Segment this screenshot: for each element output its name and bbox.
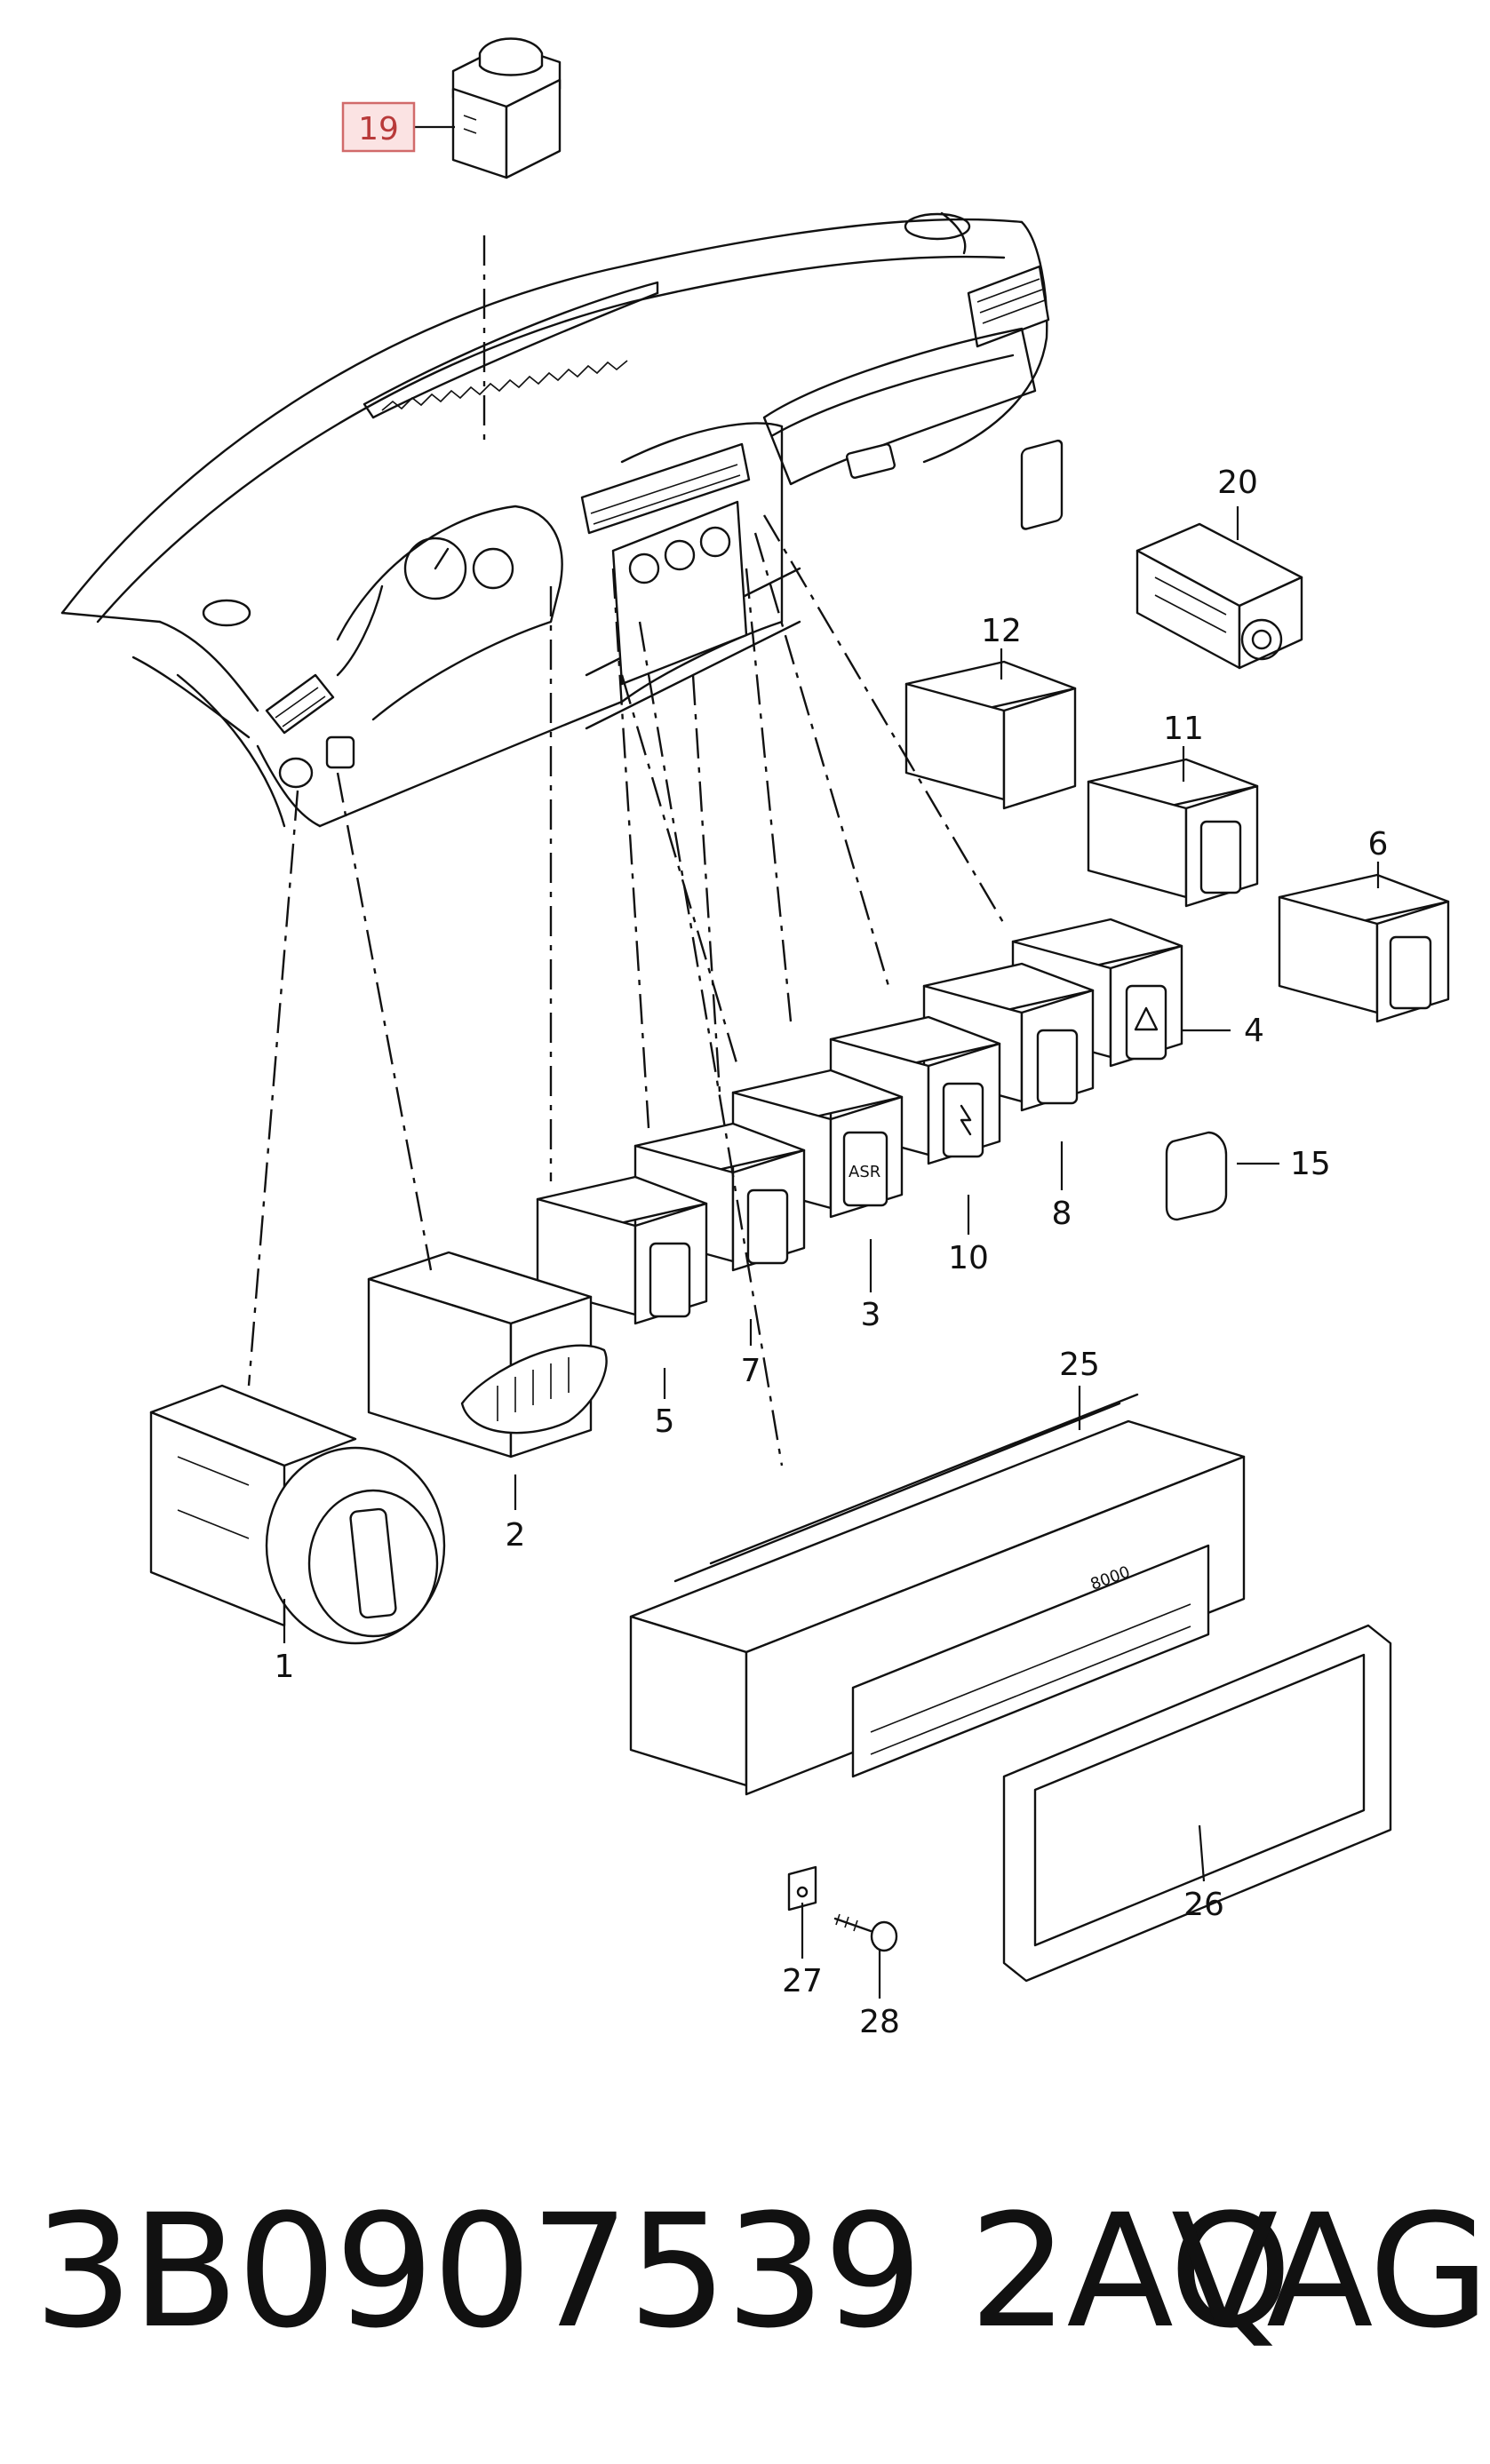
callout-12: 12 [981, 613, 1022, 649]
callout-28: 28 [859, 2004, 900, 2040]
callout-11: 11 [1163, 711, 1204, 747]
callout-8: 8 [1052, 1196, 1072, 1232]
assembly-lines [247, 235, 1006, 1466]
callout-2: 2 [506, 1517, 526, 1554]
part-28-screw [833, 1913, 898, 1952]
callout-5: 5 [655, 1403, 675, 1440]
callout-15: 15 [1290, 1146, 1331, 1182]
asr-label: ASR [849, 1163, 880, 1181]
callout-1: 1 [275, 1649, 295, 1685]
parts-diagram: ASR 8000 [60, 37, 1450, 2040]
callout-labels: 19 20 12 11 6 4 8 10 3 7 5 2 1 15 25 26 … [275, 101, 1389, 2040]
part-11-switch [1087, 758, 1259, 908]
part-20-control-module [1135, 522, 1303, 670]
part-number: 3B0907539 2AQ [34, 2181, 1292, 2363]
part-15-cap [1165, 1131, 1228, 1221]
callout-leaders [283, 125, 1380, 1999]
part-5-switch [536, 1175, 708, 1325]
callout-3: 3 [861, 1297, 881, 1333]
part-26-frame [1002, 1624, 1392, 1983]
brand-name: VAG [1171, 2181, 1490, 2363]
part-25-climate-control: 8000 [629, 1393, 1246, 1796]
callout-27: 27 [782, 1963, 823, 1999]
part-2-switch-unit [367, 1251, 608, 1459]
callout-7: 7 [741, 1353, 761, 1389]
part-12-switch [904, 439, 1077, 810]
callout-4: 4 [1244, 1013, 1264, 1049]
part-6-switch [1278, 873, 1450, 1023]
dashboard-illustration [60, 211, 1050, 828]
part-27-clip [787, 1865, 817, 1912]
callout-25: 25 [1059, 1347, 1100, 1383]
callout-10: 10 [948, 1240, 989, 1276]
callout-20: 20 [1217, 465, 1258, 501]
callout-26: 26 [1183, 1887, 1224, 1923]
part-19-switch [451, 37, 562, 179]
callout-19: 19 [358, 111, 399, 147]
callout-19-highlight [341, 101, 416, 153]
part-1-light-switch [149, 1384, 446, 1645]
callout-6: 6 [1368, 826, 1389, 862]
